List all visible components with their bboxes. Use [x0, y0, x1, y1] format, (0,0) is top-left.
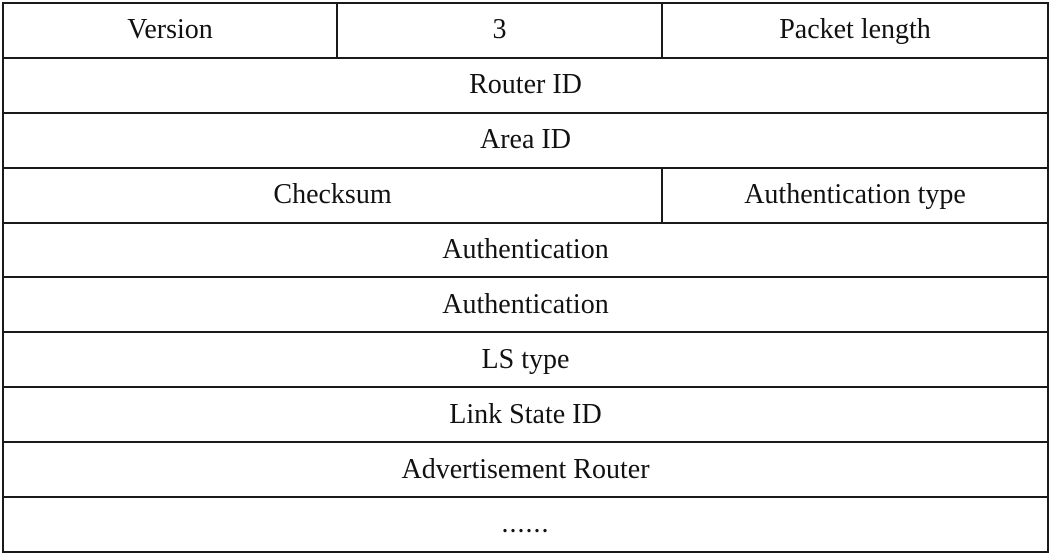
field-version: Version — [2, 2, 338, 59]
field-authentication-2: Authentication — [2, 276, 1049, 334]
row-ls-type: LS type — [2, 331, 1049, 389]
field-authentication-type: Authentication type — [661, 166, 1049, 224]
field-advertisement-router: Advertisement Router — [2, 441, 1049, 499]
field-type-value: 3 — [336, 2, 663, 59]
row-area-id: Area ID — [2, 111, 1049, 169]
row-continuation: ...... — [2, 496, 1049, 553]
field-continuation-ellipsis: ...... — [2, 496, 1049, 553]
field-packet-length: Packet length — [661, 2, 1049, 59]
field-area-id: Area ID — [2, 111, 1049, 169]
row-authentication-2: Authentication — [2, 276, 1049, 334]
row-advertisement-router: Advertisement Router — [2, 441, 1049, 499]
row-checksum-auth-type: Checksum Authentication type — [2, 166, 1049, 224]
field-authentication-1: Authentication — [2, 221, 1049, 279]
field-router-id: Router ID — [2, 56, 1049, 114]
row-link-state-id: Link State ID — [2, 386, 1049, 444]
field-link-state-id: Link State ID — [2, 386, 1049, 444]
row-header: Version 3 Packet length — [2, 2, 1049, 59]
row-router-id: Router ID — [2, 56, 1049, 114]
field-ls-type: LS type — [2, 331, 1049, 389]
row-authentication-1: Authentication — [2, 221, 1049, 279]
field-checksum: Checksum — [2, 166, 663, 224]
